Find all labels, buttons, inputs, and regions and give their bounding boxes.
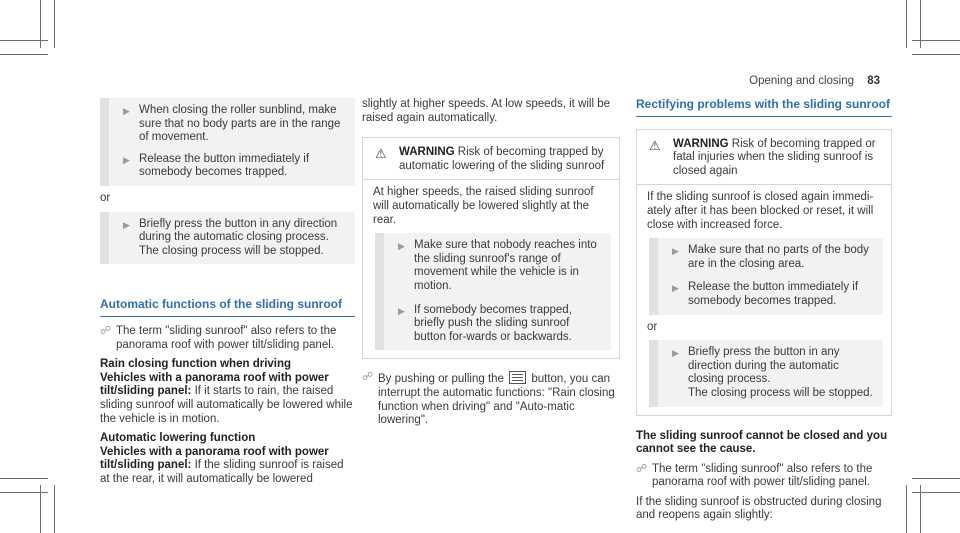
play-arrow-icon: ▶: [672, 283, 679, 294]
instruction-step: ▶ Release the button immediately if some…: [672, 281, 875, 308]
step-result: The closing process will be stopped.: [688, 386, 873, 399]
chapter-title: Opening and closing: [749, 75, 854, 87]
warning-label: WARNING: [399, 146, 455, 159]
step-result: The closing process will be stopped.: [139, 244, 324, 257]
warning-box: ⚠ WARNING Risk of becoming trapped by au…: [362, 137, 620, 360]
step-text: Briefly press the button in any directio…: [688, 346, 840, 386]
crop-mark: [912, 54, 960, 55]
crop-mark: [906, 0, 907, 48]
crop-mark: [40, 485, 41, 533]
step-text: If somebody becomes trapped, briefly pus…: [414, 303, 572, 343]
warning-title: Risk of becoming trapped by automatic lo…: [399, 146, 605, 172]
play-arrow-icon: ▶: [123, 219, 130, 230]
crop-mark: [54, 485, 55, 533]
play-arrow-icon: ▶: [672, 348, 679, 359]
subheading: Rain closing function when driving: [100, 358, 292, 371]
note: ☍ The term "sliding sunroof" also refers…: [636, 463, 892, 490]
paragraph-text: If the sliding sunroof is raised at the …: [100, 459, 344, 485]
warning-label: WARNING: [673, 137, 729, 150]
section-title: Rectifying problems with the sliding sun…: [636, 97, 892, 117]
warning-body: At higher speeds, the raised sliding sun…: [363, 180, 619, 358]
play-arrow-icon: ▶: [398, 241, 405, 252]
play-arrow-icon: ▶: [123, 106, 130, 116]
subheading: The sliding sunroof cannot be closed and…: [636, 429, 888, 456]
step-text: Release the button immediately if somebo…: [688, 281, 859, 307]
paragraph: If the sliding sunroof is obstructed dur…: [636, 495, 882, 522]
note: ☍ By pushing or pulling the button, you …: [362, 371, 620, 427]
instruction-box: ▶ Briefly press the button in any direct…: [649, 340, 883, 407]
note-text: By pushing or pulling the: [378, 373, 504, 386]
info-note-icon: ☍: [362, 371, 374, 384]
warning-text: If the sliding sunroof is closed again i…: [647, 191, 874, 231]
crop-mark: [906, 485, 907, 533]
warning-title: Risk of becoming trapped or fatal injuri…: [673, 137, 876, 177]
or-label: or: [100, 191, 111, 204]
warning-body: If the sliding sunroof is closed again i…: [637, 185, 891, 414]
page-number: 83: [867, 75, 880, 87]
note-text: The term "sliding sunroof" also refers t…: [652, 462, 873, 489]
vehicle-label: Vehicles with a panorama roof with power…: [100, 371, 329, 398]
step-text: When closing the roller sunblind, make s…: [139, 104, 341, 144]
crop-mark: [912, 40, 960, 41]
instruction-box: ▶ When closing the roller sunblind, make…: [100, 98, 355, 186]
paragraph: slightly at higher speeds. At low speeds…: [362, 98, 611, 124]
note-text: The term "sliding sunroof" also refers t…: [116, 324, 337, 351]
page-header: Opening and closing 83: [749, 75, 880, 89]
crop-mark: [54, 0, 55, 48]
crop-mark: [0, 492, 48, 493]
step-text: Release the button immediately if somebo…: [139, 152, 310, 179]
instruction-step: ▶ Briefly press the button in any direct…: [123, 218, 347, 259]
warning-triangle-icon: ⚠: [649, 137, 661, 153]
step-text: Briefly press the button in any directio…: [139, 217, 338, 244]
vehicle-label: Vehicles with a panorama roof with power…: [100, 445, 329, 472]
sunroof-button-icon: [509, 371, 527, 385]
crop-mark: [920, 485, 921, 533]
instruction-step: ▶ Make sure that nobody reaches into the…: [398, 239, 603, 293]
info-note-icon: ☍: [636, 462, 648, 475]
warning-header: ⚠ WARNING Risk of becoming trapped by au…: [363, 138, 619, 181]
play-arrow-icon: ▶: [398, 305, 405, 316]
section-title: Automatic functions of the sliding sunro…: [100, 298, 355, 317]
warning-box: ⚠ WARNING Risk of becoming trapped or fa…: [636, 128, 892, 416]
step-text: Make sure that no parts of the body are …: [688, 244, 869, 270]
instruction-step: ▶ Make sure that no parts of the body ar…: [672, 244, 875, 271]
crop-mark: [0, 478, 48, 479]
crop-mark: [0, 40, 48, 41]
paragraph: Vehicles with a panorama roof with power…: [100, 446, 355, 487]
instruction-box: ▶ Make sure that nobody reaches into the…: [375, 233, 611, 351]
note: ☍ The term "sliding sunroof" also refers…: [100, 325, 355, 352]
play-arrow-icon: ▶: [123, 154, 130, 165]
crop-mark: [912, 492, 960, 493]
paragraph: Vehicles with a panorama roof with power…: [100, 372, 355, 426]
instruction-step: ▶ If somebody becomes trapped, briefly p…: [398, 304, 603, 345]
crop-mark: [920, 0, 921, 48]
subheading: Automatic lowering function: [100, 432, 256, 445]
or-label: or: [647, 320, 658, 333]
column-3: Rectifying problems with the sliding sun…: [636, 97, 892, 529]
warning-text: At higher speeds, the raised sliding sun…: [373, 186, 594, 226]
play-arrow-icon: ▶: [672, 246, 679, 257]
warning-header: ⚠ WARNING Risk of becoming trapped or fa…: [637, 130, 891, 186]
instruction-step: ▶ Briefly press the button in any direct…: [672, 346, 875, 400]
warning-triangle-icon: ⚠: [375, 146, 387, 162]
column-2: slightly at higher speeds. At low speeds…: [362, 98, 620, 434]
note-text: button, you can interrupt the automatic …: [378, 373, 615, 427]
instruction-box: ▶ Briefly press the button in any direct…: [100, 211, 355, 265]
instruction-box: ▶ Make sure that no parts of the body ar…: [649, 238, 883, 315]
info-note-icon: ☍: [100, 324, 112, 337]
step-text: Make sure that nobody reaches into the s…: [414, 239, 597, 292]
paragraph-text: If it starts to rain, the raised sliding…: [100, 385, 353, 425]
instruction-step: ▶ Release the button immediately if some…: [123, 153, 347, 180]
crop-mark: [40, 0, 41, 48]
column-1: ▶ When closing the roller sunblind, make…: [100, 98, 355, 492]
crop-mark: [0, 54, 48, 55]
crop-mark: [912, 478, 960, 479]
instruction-step: ▶ When closing the roller sunblind, make…: [123, 104, 347, 145]
